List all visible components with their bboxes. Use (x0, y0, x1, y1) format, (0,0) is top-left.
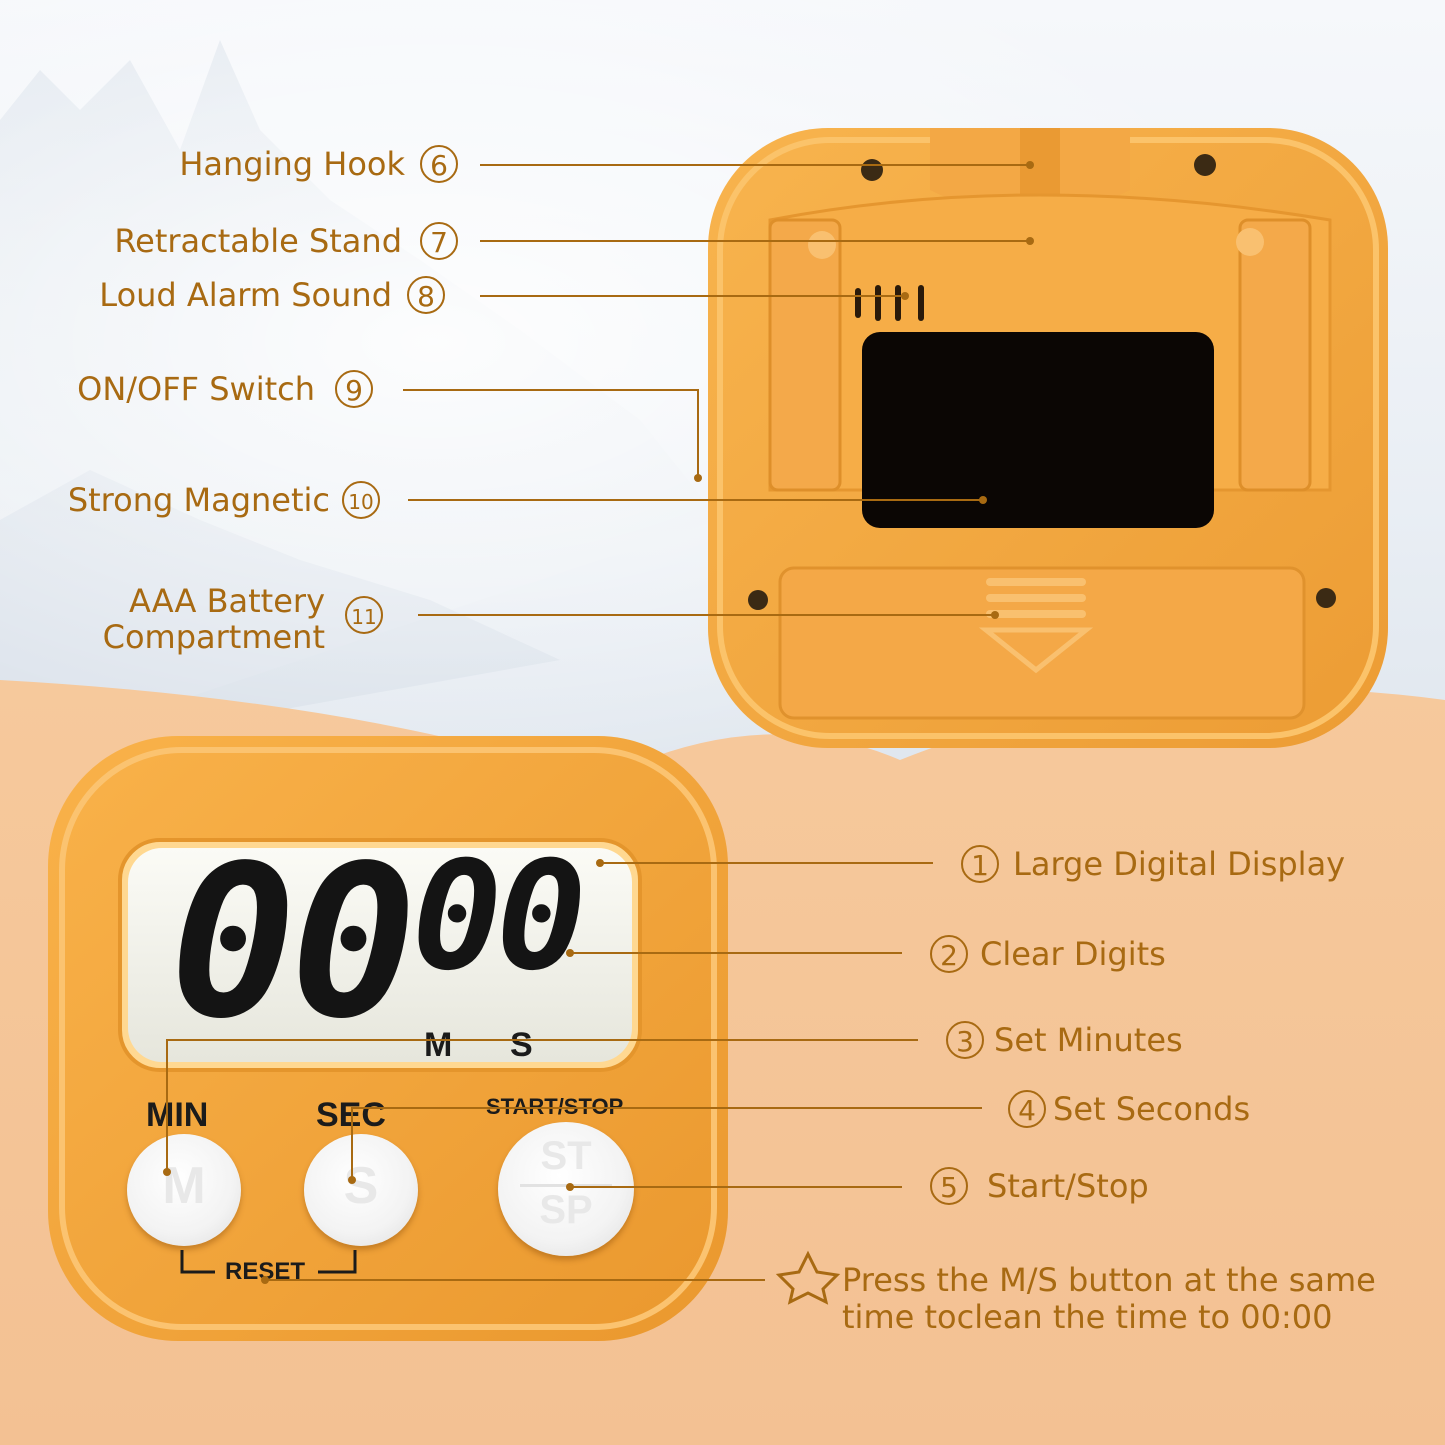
callout-large-display: Large Digital Display (1013, 845, 1346, 883)
minutes-digits: 00 (170, 820, 417, 1065)
unit-seconds: S (510, 1026, 533, 1064)
reset-label: RESET (225, 1258, 306, 1285)
callout-clear-digits: Clear Digits (980, 935, 1166, 973)
callout-retractable-stand: Retractable Stand (114, 222, 402, 260)
stop-button-glyph: SP (539, 1188, 593, 1232)
start-stop-button[interactable]: ST SP (498, 1122, 634, 1256)
start-button-glyph: ST (540, 1134, 592, 1178)
callout-num-7: 7 (420, 222, 458, 260)
callout-set-seconds: Set Seconds (1053, 1090, 1251, 1128)
callout-start-stop: Start/Stop (987, 1167, 1149, 1205)
callout-num-8: 8 (407, 276, 445, 314)
tip-line-1: Press the M/S button at the same (842, 1261, 1376, 1299)
seconds-digits: 00 (412, 830, 587, 1004)
callout-loud-alarm: Loud Alarm Sound (99, 276, 392, 314)
sec-button-glyph: S (343, 1157, 379, 1215)
callout-num-11: 11 (345, 596, 383, 634)
callout-strong-magnetic: Strong Magnetic (67, 481, 330, 519)
tip-line-2: time toclean the time to 00:00 (842, 1298, 1333, 1336)
callout-num-2: 2 (930, 935, 968, 973)
min-button[interactable]: M (127, 1134, 241, 1246)
sec-label: SEC (316, 1096, 386, 1134)
callout-num-1: 1 (961, 845, 999, 883)
callout-num-5: 5 (930, 1167, 968, 1205)
callout-battery-line1: AAA Battery (128, 582, 325, 620)
sec-button[interactable]: S (304, 1134, 418, 1246)
unit-minutes: M (424, 1026, 453, 1064)
callout-hanging-hook: Hanging Hook (179, 145, 405, 183)
start-stop-divider (520, 1184, 612, 1187)
callout-num-10: 10 (342, 481, 380, 519)
callout-set-minutes: Set Minutes (994, 1021, 1183, 1059)
min-button-glyph: M (162, 1157, 206, 1215)
callout-on-off-switch: ON/OFF Switch (77, 370, 315, 408)
start-stop-label: START/STOP (486, 1094, 624, 1119)
callout-num-6: 6 (420, 145, 458, 183)
callout-num-9: 9 (335, 370, 373, 408)
callout-battery-line2: Compartment (102, 618, 325, 656)
timer-back (708, 128, 1388, 748)
min-label: MIN (146, 1096, 209, 1134)
callout-num-4: 4 (1008, 1090, 1046, 1128)
callout-num-3: 3 (946, 1021, 984, 1059)
